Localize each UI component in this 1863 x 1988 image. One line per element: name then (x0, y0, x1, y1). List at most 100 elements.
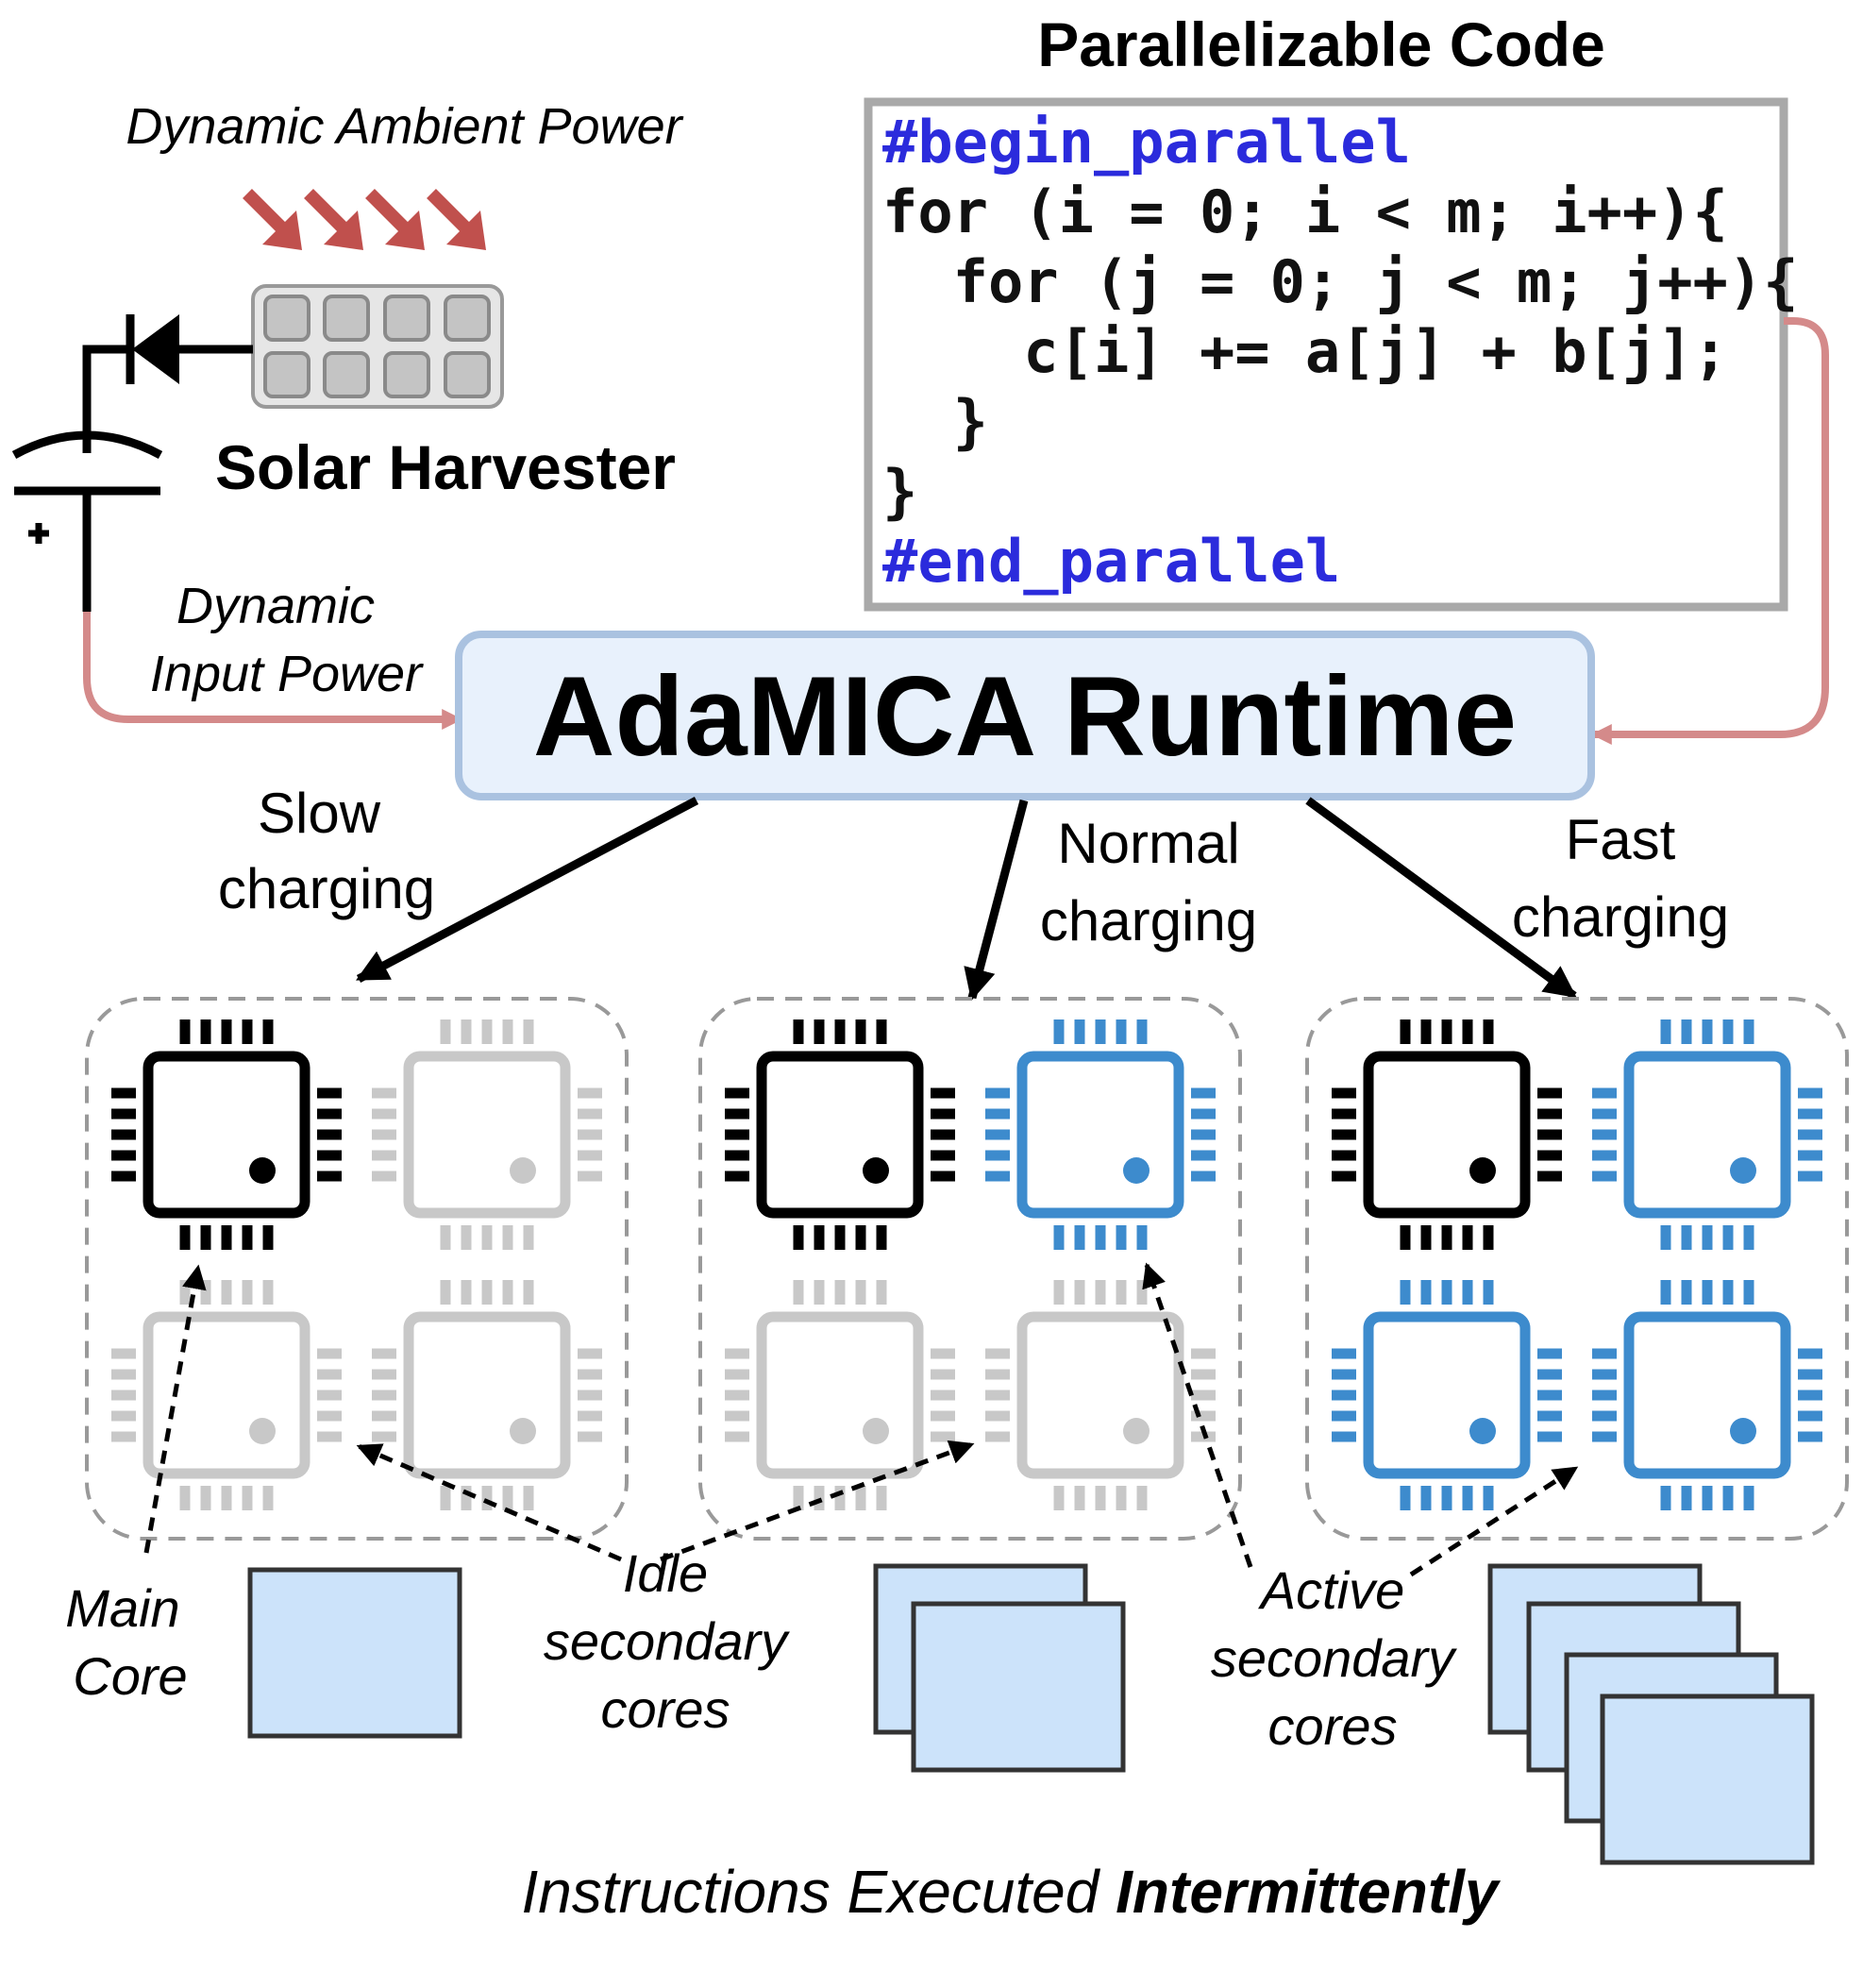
chip-pin (1420, 1280, 1432, 1305)
chip-pin (1660, 1486, 1671, 1510)
fast-mode-label-1: Fast (1566, 808, 1676, 871)
chip-pin (440, 1225, 451, 1250)
chip-pin (111, 1150, 136, 1161)
code-line: for (i = 0; i < m; i++){ (882, 177, 1728, 246)
chip-pin (111, 1108, 136, 1120)
chip-pin (793, 1280, 804, 1305)
solar-harvester-label: Solar Harvester (215, 432, 676, 502)
chip-pin (985, 1348, 1010, 1359)
chip-pin (481, 1280, 493, 1305)
core-group (1305, 997, 1849, 1541)
chip-pin (1483, 1019, 1494, 1044)
chip-pin (876, 1280, 887, 1305)
active-core-chip-icon (1592, 1019, 1822, 1250)
chip-pin (1681, 1019, 1692, 1044)
chip-pin (1136, 1280, 1148, 1305)
chip-pin (1441, 1280, 1452, 1305)
chip-pin (1191, 1129, 1216, 1140)
chip-pin (179, 1486, 191, 1510)
chip-pin (1332, 1087, 1356, 1099)
idle-cores-label-3: cores (601, 1679, 730, 1739)
chip-pin (834, 1486, 846, 1510)
chip-pin (200, 1019, 211, 1044)
chip-pin (725, 1129, 749, 1140)
plus-sign-icon (28, 523, 49, 544)
chip-pin (578, 1129, 602, 1140)
chip-pin (1483, 1486, 1494, 1510)
chip-pin (1483, 1225, 1494, 1250)
chip-pin (931, 1369, 955, 1380)
chip-pin (1462, 1225, 1473, 1250)
chip-pin (200, 1486, 211, 1510)
chip-pin (502, 1280, 513, 1305)
chip-pin (1722, 1019, 1734, 1044)
chip-pin (1191, 1108, 1216, 1120)
chip-pin (1074, 1225, 1085, 1250)
idle-pointer-slow (356, 1443, 622, 1562)
chip-pin (1053, 1225, 1065, 1250)
chip-pin (1681, 1486, 1692, 1510)
chip-pin (1074, 1019, 1085, 1044)
chip-body (403, 1311, 571, 1479)
chip-pin (1191, 1410, 1216, 1422)
core-group-frame (85, 997, 629, 1541)
chip-pin (1702, 1225, 1713, 1250)
diode-icon (126, 314, 179, 384)
chip-pin (179, 1019, 191, 1044)
chip-pin (985, 1171, 1010, 1182)
chip-pin1-dot (510, 1418, 536, 1444)
sun-ray-arrows-icon (243, 189, 486, 250)
chip-pin (1537, 1369, 1562, 1380)
footer-normal-text: Instructions Executed (521, 1858, 1116, 1926)
chip-pin (793, 1019, 804, 1044)
chip-pin (578, 1348, 602, 1359)
chip-pin (372, 1410, 396, 1422)
chip-pin (931, 1150, 955, 1161)
chip-pin (111, 1129, 136, 1140)
chip-pin (372, 1108, 396, 1120)
code-to-runtime-line (1590, 317, 1829, 745)
chip-pin (1400, 1280, 1411, 1305)
chip-pin (1702, 1280, 1713, 1305)
chip-pin (461, 1280, 472, 1305)
core-group-frame (698, 997, 1242, 1541)
main-core-chip-icon (725, 1019, 955, 1250)
code-title: Parallelizable Code (1037, 9, 1605, 79)
chip-pin (221, 1280, 232, 1305)
chip-pin (834, 1225, 846, 1250)
chip-pin (1592, 1369, 1617, 1380)
chip-pin (578, 1431, 602, 1442)
chip-pin (1074, 1486, 1085, 1510)
runtime-box (455, 631, 1595, 800)
chip-pin (1332, 1410, 1356, 1422)
chip-pin (1537, 1171, 1562, 1182)
chip-pin (179, 1280, 191, 1305)
normal-mode-label-2: charging (1040, 889, 1257, 952)
chip-pin (523, 1280, 534, 1305)
chip-pin (1053, 1280, 1065, 1305)
chip-pin (1191, 1150, 1216, 1161)
chip-pin (578, 1108, 602, 1120)
chip-pin1-dot (1469, 1157, 1496, 1184)
chip-pin (1332, 1348, 1356, 1359)
chip-pin1-dot (1123, 1418, 1150, 1444)
main-core-label-1: Main (65, 1578, 179, 1638)
chip-pin (1743, 1486, 1754, 1510)
chip-pin (1592, 1348, 1617, 1359)
main-core-chip-icon (111, 1019, 342, 1250)
chip-pin (1537, 1087, 1562, 1099)
chip-pin1-dot (1730, 1157, 1756, 1184)
chip-pin (502, 1225, 513, 1250)
chip-pin (1191, 1348, 1216, 1359)
chip-pin (111, 1431, 136, 1442)
chip-body (1016, 1311, 1184, 1479)
active-core-chip-icon (985, 1019, 1216, 1250)
chip-pin (1053, 1019, 1065, 1044)
chip-pin (931, 1348, 955, 1359)
idle-core-chip-icon (985, 1280, 1216, 1510)
active-pointer-fast (1409, 1465, 1579, 1577)
footer-caption: Instructions Executed Intermittently (521, 1858, 1501, 1926)
chip-pin (1798, 1129, 1822, 1140)
chip-pin (1537, 1108, 1562, 1120)
chip-pin (1116, 1280, 1127, 1305)
